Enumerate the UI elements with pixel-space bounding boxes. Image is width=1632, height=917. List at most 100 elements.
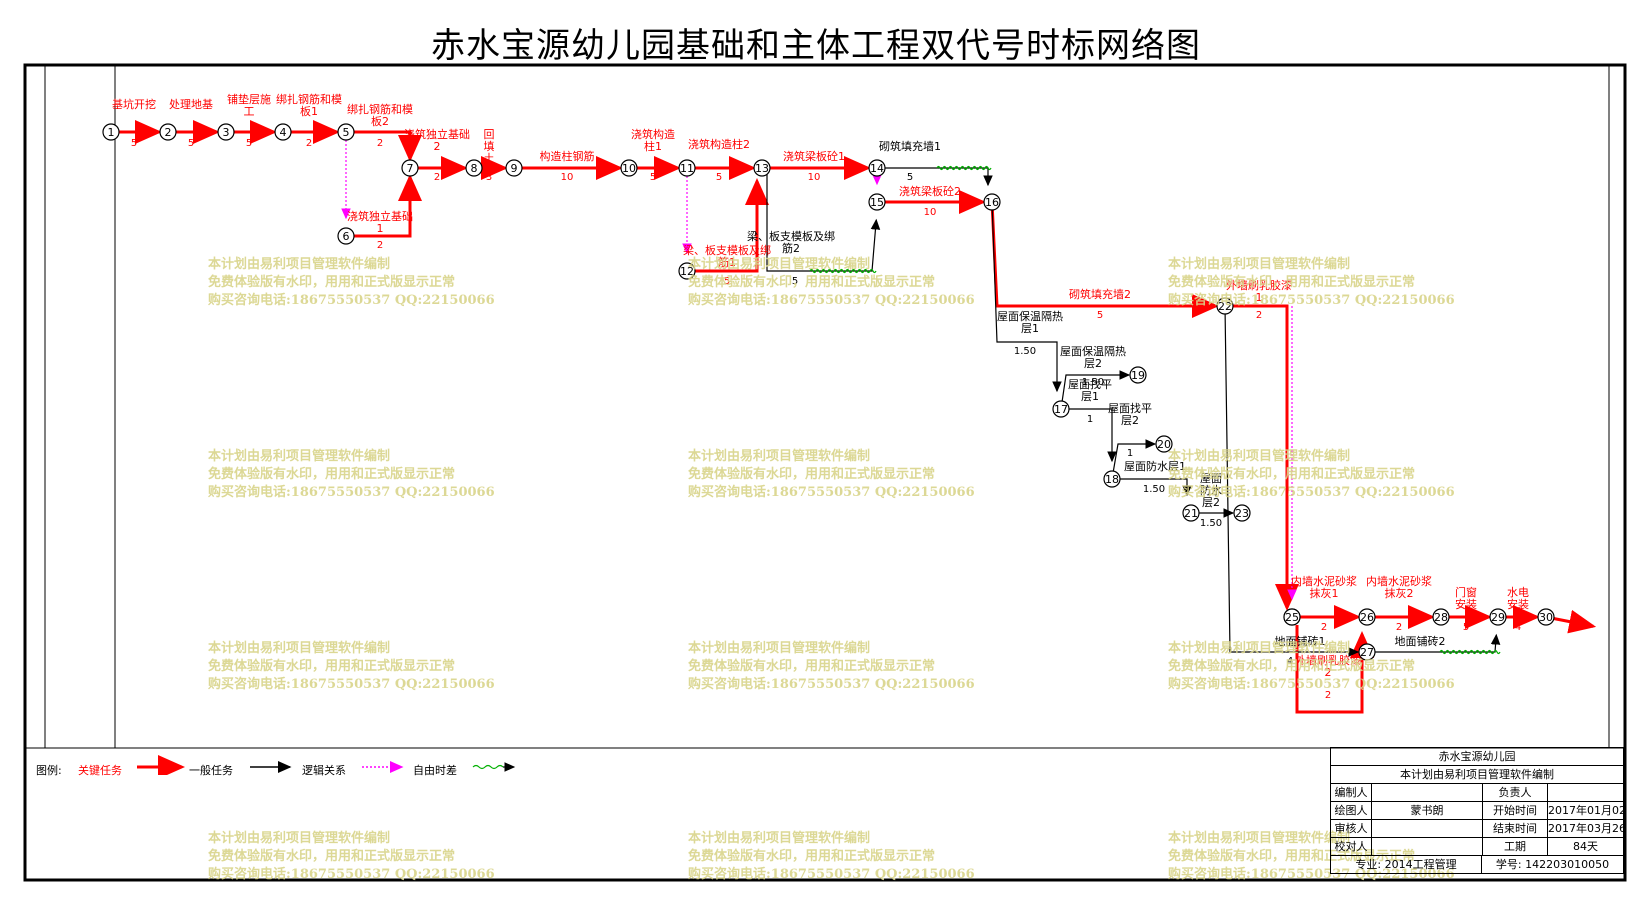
tb-responsible-label: 负责人 [1482, 784, 1547, 801]
task-duration-3: 5 [246, 138, 252, 149]
watermark-line2: 免费体验版有水印，用用和正式版显示正常 [1168, 849, 1416, 864]
task-duration-5: 2 [377, 138, 383, 149]
edge-6-7 [346, 174, 422, 238]
watermark-line3: 购买咨询电话:18675550537 QQ:22150066 [688, 293, 975, 308]
legend-free: 自由时差 [413, 764, 457, 777]
svg-text:砌筑填充墙1: 砌筑填充墙1 [879, 139, 941, 153]
node-29: 29 [1489, 608, 1507, 626]
svg-text:30: 30 [1539, 611, 1553, 624]
watermark-line2: 免费体验版有水印，用用和正式版显示正常 [688, 467, 936, 482]
node-9: 9 [505, 159, 523, 177]
task-duration-6: 2 [377, 240, 383, 251]
task-duration-26: 2 [1396, 622, 1402, 633]
svg-text:2: 2 [165, 126, 172, 139]
edge-17-18 [1061, 408, 1117, 463]
svg-text:1: 1 [108, 126, 115, 139]
watermark-line1: 本计划由易利项目管理软件编制 [1168, 641, 1351, 656]
watermark-line2: 免费体验版有水印，用用和正式版显示正常 [1168, 275, 1416, 290]
watermark-line2: 免费体验版有水印，用用和正式版显示正常 [1168, 467, 1416, 482]
svg-text:构造柱钢筋: 构造柱钢筋 [540, 149, 595, 163]
svg-text:抹灰2: 抹灰2 [1385, 586, 1414, 600]
task-duration-1: 5 [131, 138, 137, 149]
legend-logic: 逻辑关系 [302, 764, 346, 777]
tb-responsible [1547, 784, 1623, 801]
task-duration-21: 1 [1087, 414, 1093, 425]
node-14: 14 [868, 159, 886, 177]
watermark-line2: 免费体验版有水印，用用和正式版显示正常 [208, 275, 456, 290]
svg-text:外墙刷乳胶漆: 外墙刷乳胶漆 [1226, 278, 1292, 292]
svg-text:回: 回 [484, 128, 495, 141]
tb-duration-label: 工期 [1482, 838, 1547, 855]
tb-checker [1371, 838, 1482, 855]
node-28: 28 [1432, 608, 1450, 626]
float-27 [1439, 649, 1501, 655]
watermark-2: 本计划由易利项目管理软件编制免费体验版有水印，用用和正式版显示正常购买咨询电话:… [688, 256, 975, 310]
svg-text:15: 15 [870, 196, 884, 209]
node-30: 30 [1537, 608, 1555, 626]
watermark-line3: 购买咨询电话:18675550537 QQ:22150066 [208, 677, 495, 692]
svg-text:板2: 板2 [371, 114, 389, 128]
task-duration-2: 5 [188, 138, 194, 149]
watermark-line1: 本计划由易利项目管理软件编制 [1168, 831, 1351, 846]
svg-text:内墙水泥砂浆: 内墙水泥砂浆 [1366, 574, 1432, 588]
tb-drawer: 蒙书朗 [1371, 802, 1482, 819]
watermark-line3: 购买咨询电话:18675550537 QQ:22150066 [1168, 677, 1455, 692]
task-duration-19: 1.50 [1014, 346, 1036, 357]
task-duration-4: 2 [306, 138, 312, 149]
watermark-line3: 购买咨询电话:18675550537 QQ:22150066 [208, 867, 495, 882]
node-23: 23 [1233, 504, 1251, 522]
watermark-line3: 购买咨询电话:18675550537 QQ:22150066 [1168, 867, 1455, 882]
svg-text:门窗: 门窗 [1455, 585, 1477, 599]
tb-project: 赤水宝源幼儿园 [1438, 750, 1516, 763]
svg-text:层1: 层1 [1021, 322, 1039, 335]
watermark-line2: 免费体验版有水印，用用和正式版显示正常 [688, 659, 936, 674]
tb-duration: 84天 [1547, 838, 1623, 855]
svg-text:安装: 安装 [1507, 597, 1529, 611]
svg-text:屋面找平: 屋面找平 [1068, 377, 1112, 391]
node-17: 17 [1052, 400, 1070, 418]
svg-text:浇筑梁板砼1: 浇筑梁板砼1 [783, 149, 845, 163]
tb-end-label: 结束时间 [1482, 820, 1547, 837]
svg-text:筋1: 筋1 [718, 255, 736, 269]
svg-text:4: 4 [280, 126, 287, 139]
watermark-4: 本计划由易利项目管理软件编制免费体验版有水印，用用和正式版显示正常购买咨询电话:… [208, 448, 495, 502]
watermark-line3: 购买咨询电话:18675550537 QQ:22150066 [1168, 485, 1455, 500]
node-3: 3 [217, 123, 235, 141]
svg-text:19: 19 [1131, 369, 1145, 382]
task-duration-18: 2 [1256, 310, 1262, 321]
svg-text:25: 25 [1285, 611, 1299, 624]
node-27: 27 [1358, 643, 1376, 661]
edge-22-27 [1224, 305, 1360, 657]
task-duration-20: 1.50 [1082, 377, 1104, 388]
tb-start: 2017年01月02日 [1547, 802, 1623, 819]
task-duration-8: 3 [486, 172, 492, 183]
svg-text:板1: 板1 [300, 104, 318, 118]
edge-27-29 [1367, 633, 1501, 653]
svg-text:20: 20 [1157, 438, 1171, 451]
svg-text:13: 13 [755, 162, 769, 175]
node-12: 12 [678, 262, 696, 280]
watermark-line1: 本计划由易利项目管理软件编制 [1168, 257, 1351, 272]
svg-text:浇筑独立基础: 浇筑独立基础 [347, 209, 413, 223]
svg-text:水电: 水电 [1507, 586, 1529, 599]
watermark-9: 本计划由易利项目管理软件编制免费体验版有水印，用用和正式版显示正常购买咨询电话:… [1168, 640, 1455, 694]
watermark-3: 本计划由易利项目管理软件编制免费体验版有水印，用用和正式版显示正常购买咨询电话:… [1168, 256, 1455, 310]
svg-text:28: 28 [1434, 611, 1448, 624]
edge-22-24 [1225, 304, 1299, 611]
edge-18-21 [1112, 478, 1192, 497]
